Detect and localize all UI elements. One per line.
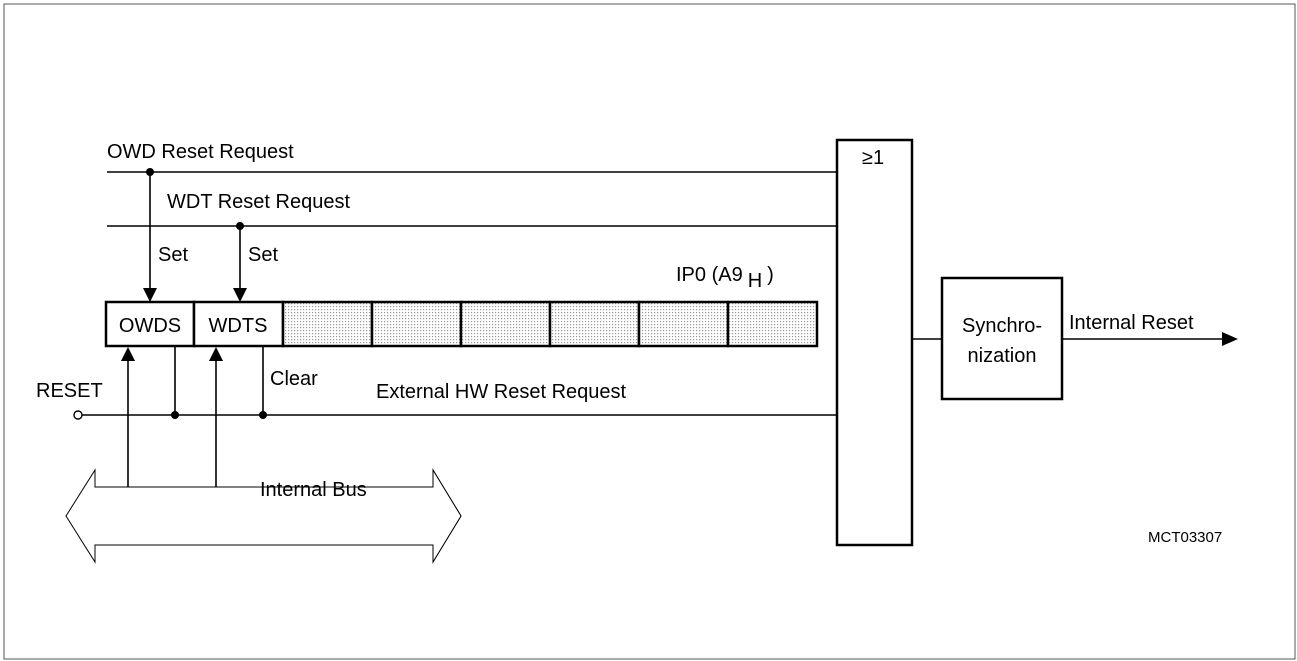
owd-set-arrowhead [143,288,157,302]
ip0-register: OWDS WDTS [104,300,819,348]
register-bit-reserved [548,300,641,348]
reset-pin-label: RESET [36,380,103,402]
figure-id: MCT03307 [1148,529,1222,546]
owds-bus-arrow-up [121,347,135,361]
wdts-bus-arrow-up [209,347,223,361]
owds-clear-junction-dot [171,411,179,419]
wdt-reset-request-label: WDT Reset Request [167,191,350,213]
register-bit-wdts-label: WDTS [209,315,268,337]
register-bit-owds [104,300,196,348]
internal-bus-outline [65,468,462,564]
reset-pin-terminal [73,410,83,420]
wdt-set-arrowhead [233,288,247,302]
register-bit-reserved [281,300,374,348]
internal-bus-label: Internal Bus [260,479,367,501]
figure-border [3,3,1296,660]
register-bit-reserved [637,300,730,348]
owd-reset-request-label: OWD Reset Request [107,141,294,163]
external-hw-reset-request-label: External HW Reset Request [376,381,627,403]
sync-label-line1: Synchro- [962,315,1042,337]
clear-label: Clear [270,368,318,390]
register-bit-reserved [726,300,819,348]
internal-reset-arrowhead [1222,332,1238,346]
register-bit-reserved [370,300,463,348]
sync-label-line2: nization [968,345,1037,367]
register-bit-reserved [459,300,552,348]
or-gate [835,138,914,547]
register-bit-owds-label: OWDS [119,315,181,337]
owds-set-label: Set [158,244,188,266]
wdts-set-label: Set [248,244,278,266]
internal-reset-label: Internal Reset [1069,312,1194,334]
or-gate-label: ≥1 [862,147,884,169]
synchronization-block [940,276,1064,401]
wdts-clear-junction-dot [259,411,267,419]
